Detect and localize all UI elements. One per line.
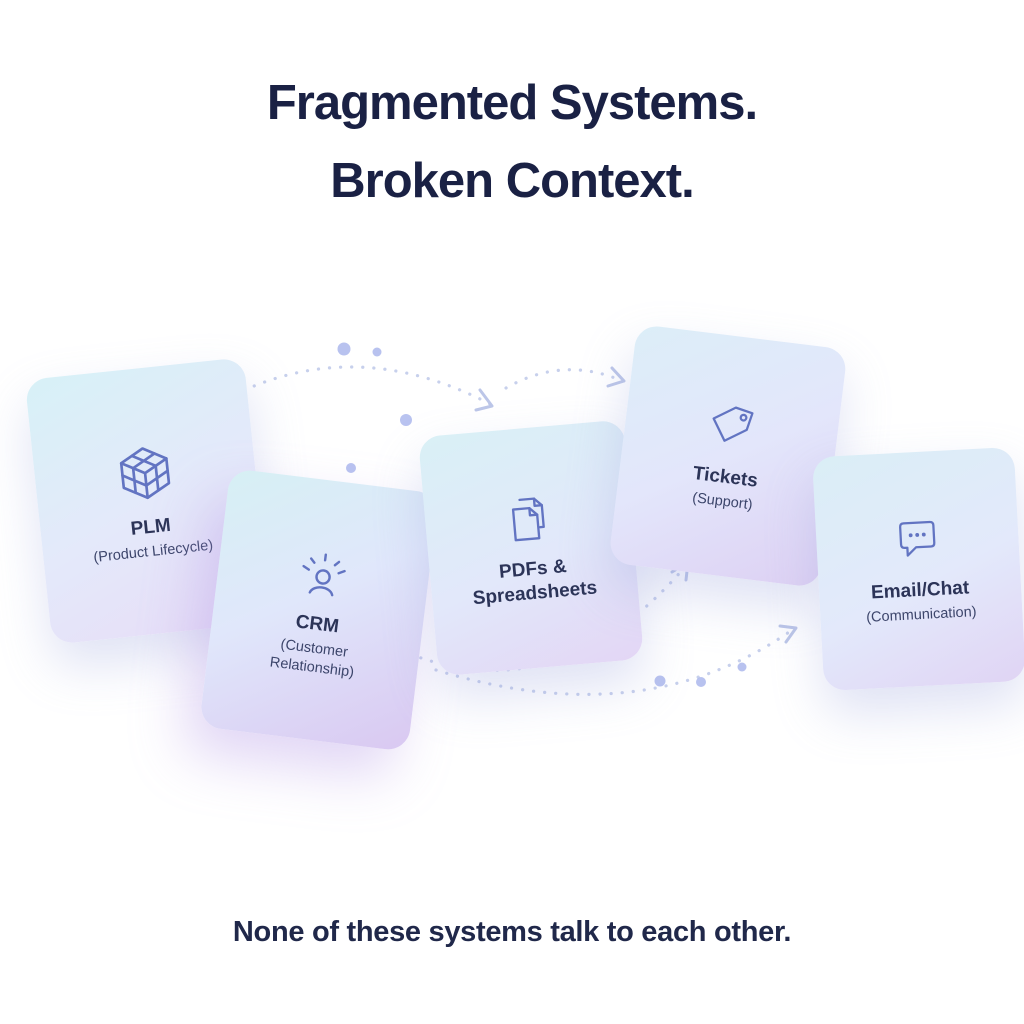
card-tickets: Tickets (Support) — [608, 323, 848, 589]
page-title: Fragmented Systems. Broken Context. — [0, 64, 1024, 220]
tag-icon — [712, 406, 754, 442]
card-label: PLM — [129, 514, 172, 540]
card-label: Tickets — [691, 462, 759, 492]
card-pdfs-spreadsheets: PDFs & Spreadsheets — [417, 419, 645, 677]
arrowhead-icon — [606, 366, 626, 388]
title-line-1: Fragmented Systems. — [266, 76, 758, 130]
documents-icon — [511, 497, 545, 542]
card-crm: CRM (Customer Relationship) — [198, 468, 440, 752]
arrowhead-icon — [474, 388, 494, 412]
arrowhead-icon — [778, 624, 798, 644]
card-email-chat: Email/Chat (Communication) — [812, 446, 1024, 692]
card-sublabel: (Communication) — [865, 604, 977, 626]
title-line-2: Broken Context. — [330, 154, 694, 208]
card-sublabel: (Customer Relationship) — [269, 636, 355, 681]
card-label: Email/Chat — [870, 577, 970, 604]
card-label: CRM — [294, 610, 341, 637]
card-sublabel: (Support) — [691, 490, 754, 514]
arc-pdfs-to-tickets — [504, 368, 622, 390]
card-plm: PLM (Product Lifecycle) — [24, 357, 272, 645]
person-rays-icon — [302, 552, 346, 596]
bottom-caption: None of these systems talk to each other… — [232, 916, 792, 948]
chat-bubble-icon — [899, 520, 936, 557]
cube-icon — [119, 447, 171, 500]
card-sublabel: (Product Lifecycle) — [92, 537, 214, 566]
card-label: PDFs & Spreadsheets — [471, 556, 598, 610]
arc-plm-to-pdfs — [222, 365, 492, 406]
